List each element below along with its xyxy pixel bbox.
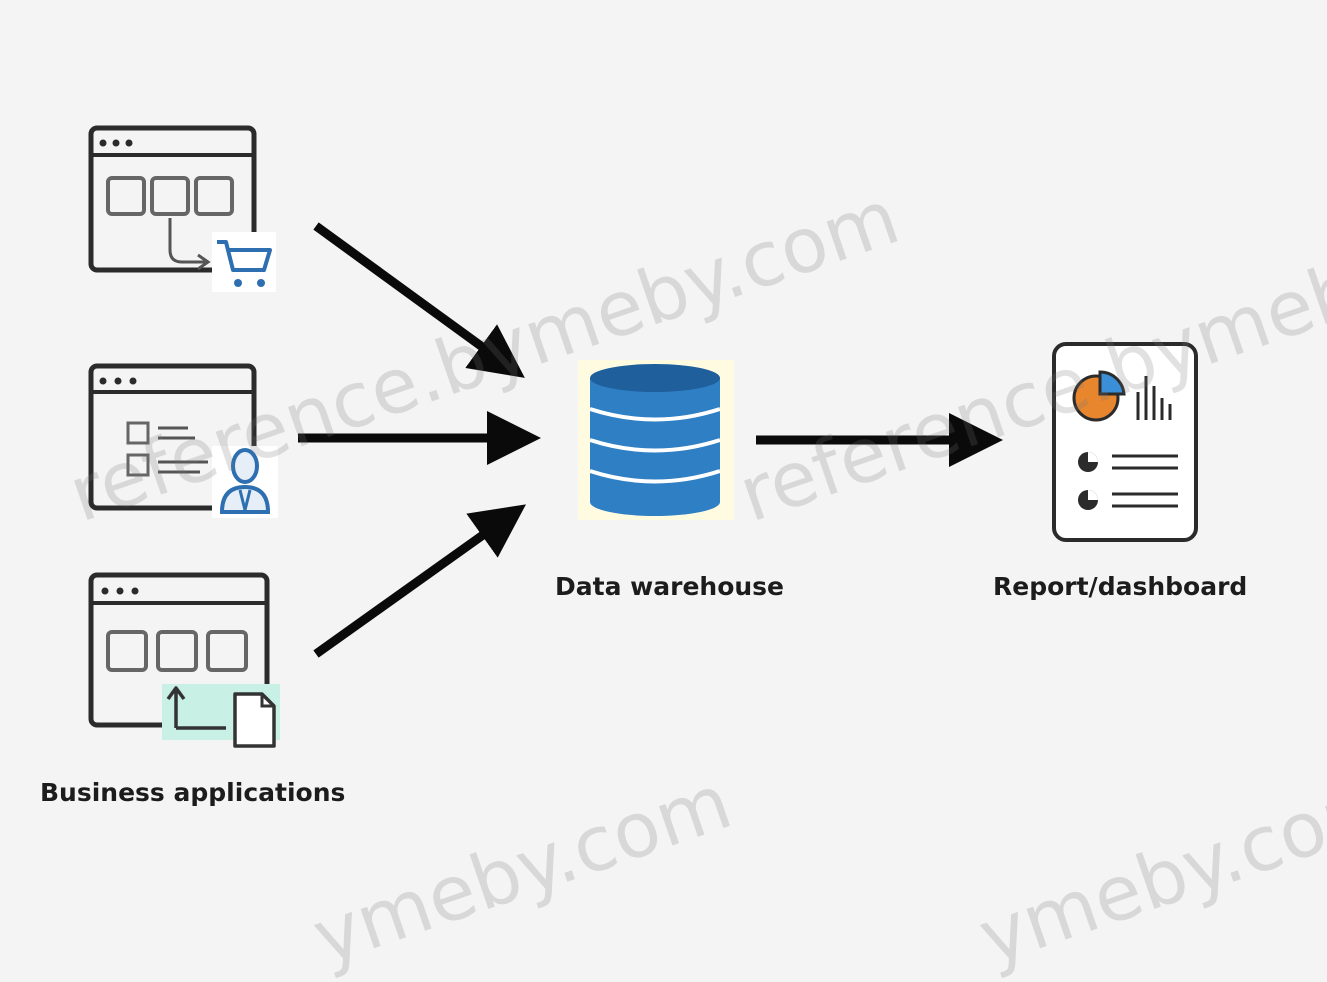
business-applications-label: Business applications: [40, 778, 346, 807]
app-window-crm: [88, 363, 278, 518]
data-warehouse-label: Data warehouse: [555, 572, 785, 601]
database-icon: [578, 360, 734, 520]
arrow-source3-to-warehouse: [313, 504, 526, 658]
data-flow-diagram: [88, 125, 1198, 748]
document-icon: [166, 686, 276, 748]
user-icon: [219, 448, 271, 514]
report-dashboard-label: Report/dashboard: [993, 572, 1248, 601]
diagram-canvas: Business applications Data warehouse Rep…: [40, 125, 1327, 982]
app-window-ecommerce: [88, 125, 276, 292]
app-window-documents: [88, 572, 280, 748]
report-icon: [1052, 342, 1198, 542]
cart-icon: [217, 240, 272, 287]
arrow-source1-to-warehouse: [313, 222, 525, 378]
